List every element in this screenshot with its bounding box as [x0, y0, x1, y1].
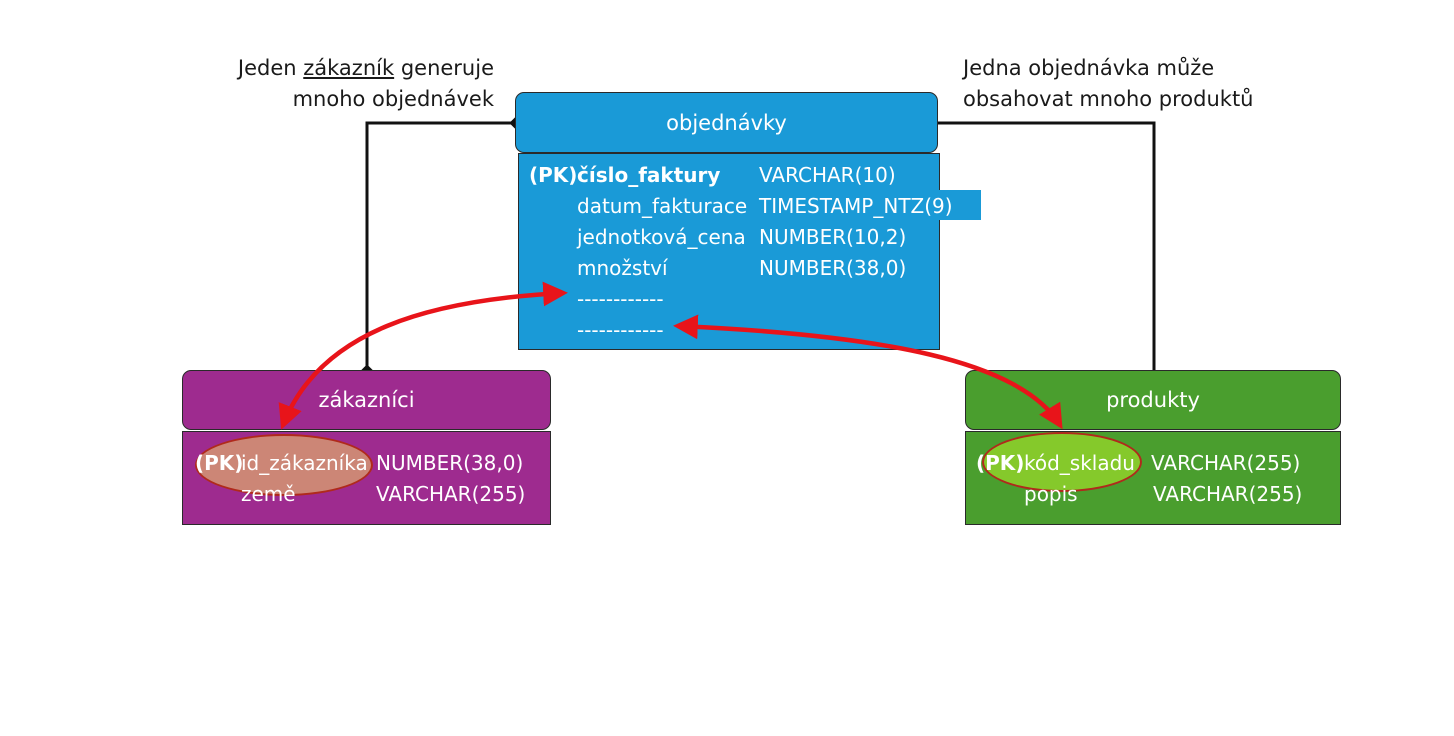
annotation-underlined-word: zákazník [303, 56, 395, 80]
column-name: země [241, 482, 296, 506]
column-name: číslo_faktury [577, 163, 721, 187]
table-body-zakaznici: (PK) id_zákazníka NUMBER(38,0) země VARC… [182, 431, 551, 525]
table-header-zakaznici[interactable]: zákazníci [182, 370, 551, 430]
selected-cell-highlight [755, 190, 981, 220]
column-type: VARCHAR(255) [1153, 482, 1303, 506]
annotation-order-products: Jedna objednávka může obsahovat mnoho pr… [963, 53, 1293, 115]
relationship-line-objednavky-produkty [936, 121, 1156, 370]
annotation-text: Jeden [237, 56, 304, 80]
table-title: objednávky [666, 110, 787, 135]
table-body-objednavky: (PK) číslo_faktury VARCHAR(10) datum_fak… [518, 153, 981, 350]
pk-label: (PK) [529, 163, 578, 187]
table-header-objednavky[interactable]: objednávky [515, 92, 938, 153]
column-name: množství [577, 256, 668, 280]
placeholder-column: ------------ [577, 287, 664, 311]
column-name: kód_skladu [1024, 451, 1135, 475]
column-type: TIMESTAMP_NTZ(9) [759, 194, 953, 218]
column-type: VARCHAR(255) [376, 482, 526, 506]
annotation-text: obsahovat mnoho produktů [963, 87, 1254, 111]
table-title: zákazníci [318, 388, 415, 412]
relationship-line-zakaznici-objednavky [365, 121, 515, 370]
column-type: NUMBER(38,0) [759, 256, 907, 280]
annotation-customer-orders: Jeden zákazník generuje mnoho objednávek [200, 53, 494, 115]
table-title: produkty [1106, 388, 1200, 412]
pk-label: (PK) [976, 451, 1025, 475]
annotation-text: Jedna objednávka může [963, 56, 1215, 80]
pk-label: (PK) [195, 451, 244, 475]
column-type: VARCHAR(255) [1151, 451, 1301, 475]
annotation-text: mnoho objednávek [292, 87, 494, 111]
key-highlight-ellipse [982, 432, 1142, 492]
column-name: datum_fakturace [577, 194, 748, 218]
column-type: NUMBER(38,0) [376, 451, 524, 475]
placeholder-column: ------------ [577, 318, 664, 342]
annotation-text: generuje [394, 56, 494, 80]
column-name: id_zákazníka [241, 451, 368, 475]
column-type: VARCHAR(10) [759, 163, 896, 187]
column-name: jednotková_cena [577, 225, 746, 249]
column-name: popis [1024, 482, 1078, 506]
table-header-produkty[interactable]: produkty [965, 370, 1341, 430]
key-highlight-ellipse [195, 434, 373, 496]
column-type: NUMBER(10,2) [759, 225, 907, 249]
table-body-produkty: (PK) kód_skladu VARCHAR(255) popis VARCH… [965, 431, 1341, 525]
